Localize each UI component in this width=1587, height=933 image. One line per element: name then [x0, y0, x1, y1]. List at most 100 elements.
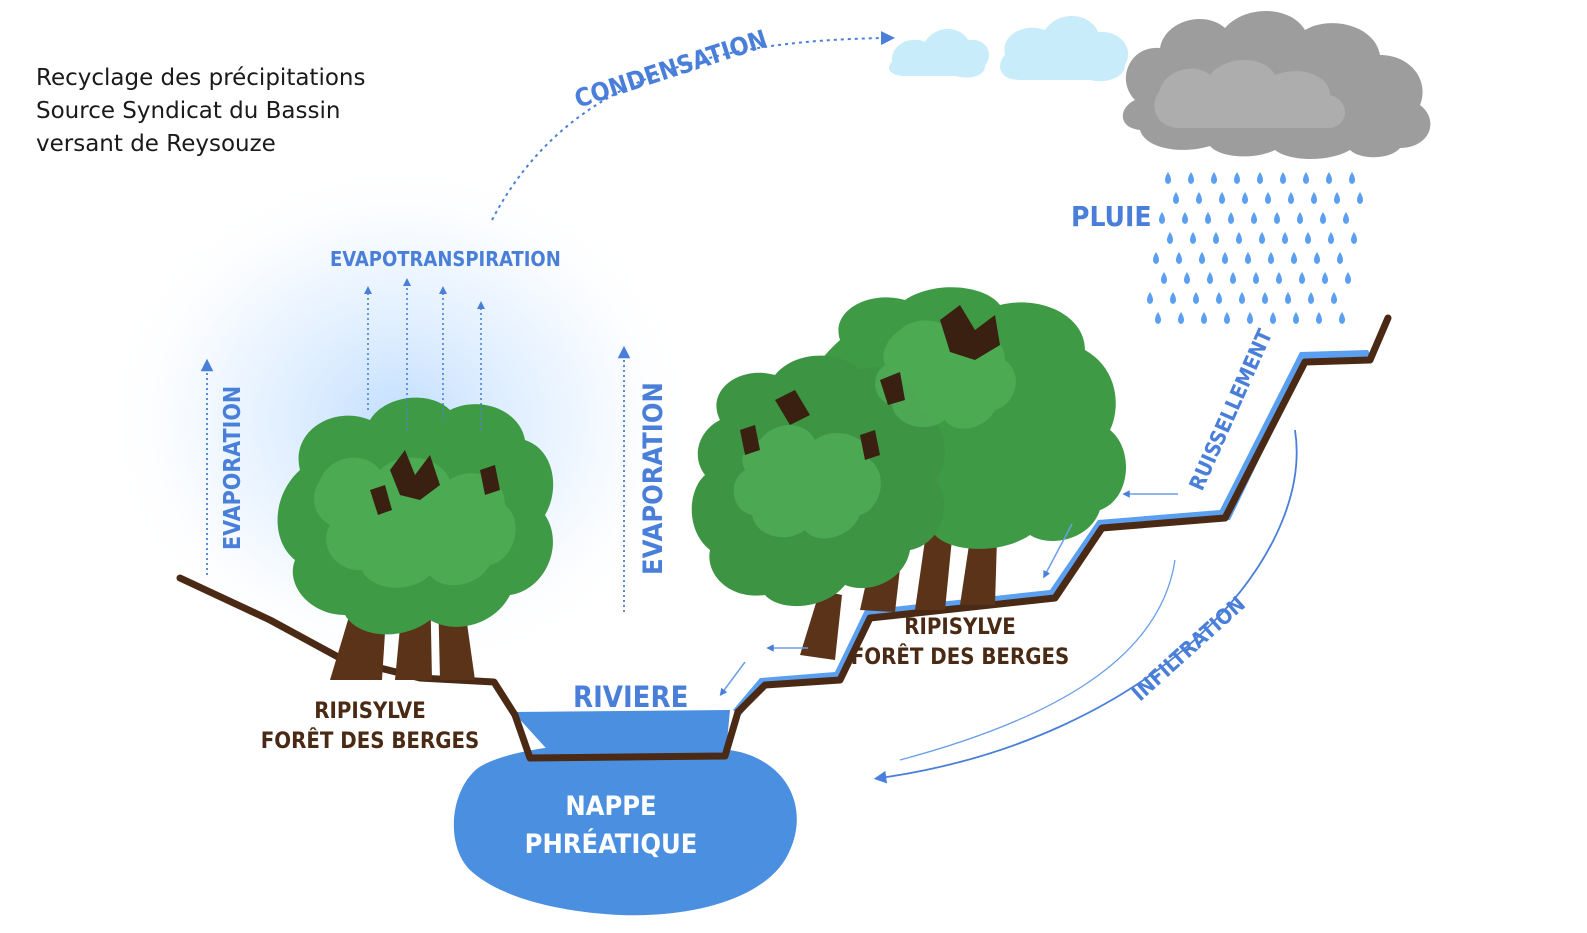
- raindrop: [1259, 232, 1265, 244]
- raindrop: [1234, 172, 1240, 184]
- ripisylve-left-label: RIPISYLVE: [314, 699, 425, 724]
- rain-cloud: [1122, 10, 1431, 159]
- rain-drops: [1147, 172, 1363, 324]
- raindrop: [1184, 272, 1190, 284]
- raindrop: [1213, 232, 1219, 244]
- caption-line-2: Source Syndicat du Bassin: [36, 98, 341, 124]
- pluie-label: PLUIE: [1071, 200, 1152, 233]
- condensation-label: CONDENSATION: [571, 24, 771, 114]
- raindrop: [1247, 312, 1253, 324]
- raindrop: [1320, 212, 1326, 224]
- raindrop: [1188, 172, 1194, 184]
- evaporation-center-label: EVAPORATION: [638, 382, 669, 575]
- river-water: [513, 710, 730, 758]
- raindrop: [1299, 272, 1305, 284]
- raindrop: [1282, 232, 1288, 244]
- raindrop: [1193, 292, 1199, 304]
- raindrop: [1331, 292, 1337, 304]
- raindrop: [1161, 272, 1167, 284]
- raindrop: [1349, 172, 1355, 184]
- raindrop: [1343, 212, 1349, 224]
- raindrop: [1147, 292, 1153, 304]
- raindrop: [1155, 312, 1161, 324]
- left-tree: [277, 397, 554, 680]
- raindrop: [1190, 232, 1196, 244]
- raindrop: [1216, 292, 1222, 304]
- raindrop: [1205, 212, 1211, 224]
- raindrop: [1173, 192, 1179, 204]
- raindrop: [1251, 212, 1257, 224]
- raindrop: [1167, 232, 1173, 244]
- raindrop: [1280, 172, 1286, 184]
- condensation-arrow: [491, 31, 895, 221]
- foret-des-berges-left-label: FORÊT DES BERGES: [261, 728, 479, 754]
- right-trees: [691, 287, 1127, 660]
- raindrop: [1182, 212, 1188, 224]
- foret-des-berges-right-label: FORÊT DES BERGES: [851, 644, 1069, 670]
- evapotranspiration-arrows: [364, 278, 485, 430]
- raindrop: [1201, 312, 1207, 324]
- raindrop: [1297, 212, 1303, 224]
- raindrop: [1293, 312, 1299, 324]
- raindrop: [1230, 272, 1236, 284]
- raindrop: [1239, 292, 1245, 304]
- raindrop: [1274, 212, 1280, 224]
- infiltration-arrow: [873, 429, 1298, 784]
- diagram-caption: Recyclage des précipitations Source Synd…: [36, 62, 365, 161]
- infiltration-arc-inner: [899, 559, 1176, 761]
- raindrop: [1322, 272, 1328, 284]
- raindrop: [1228, 212, 1234, 224]
- raindrop: [1176, 252, 1182, 264]
- ripisylve-right-label: RIPISYLVE: [904, 615, 1015, 640]
- raindrop: [1314, 252, 1320, 264]
- raindrop: [1334, 192, 1340, 204]
- raindrop: [1308, 292, 1314, 304]
- riviere-label: RIVIERE: [573, 680, 688, 714]
- raindrop: [1165, 172, 1171, 184]
- phreatique-label: PHRÉATIQUE: [525, 828, 698, 860]
- nappe-phreatique-shape: [453, 742, 797, 916]
- raindrop: [1339, 312, 1345, 324]
- raindrop: [1270, 312, 1276, 324]
- caption-line-1: Recyclage des précipitations: [36, 65, 366, 91]
- raindrop: [1285, 292, 1291, 304]
- infiltration-label: INFILTRATION: [1127, 592, 1250, 706]
- raindrop: [1337, 252, 1343, 264]
- raindrop: [1262, 292, 1268, 304]
- raindrop: [1357, 192, 1363, 204]
- raindrop: [1196, 192, 1202, 204]
- raindrop: [1303, 172, 1309, 184]
- raindrop: [1159, 212, 1165, 224]
- runoff-arrows: [719, 490, 1178, 697]
- raindrop: [1291, 252, 1297, 264]
- raindrop: [1345, 272, 1351, 284]
- raindrop: [1326, 172, 1332, 184]
- raindrop: [1268, 252, 1274, 264]
- raindrop: [1219, 192, 1225, 204]
- raindrop: [1328, 232, 1334, 244]
- raindrop: [1311, 192, 1317, 204]
- raindrop: [1257, 172, 1263, 184]
- raindrop: [1153, 252, 1159, 264]
- raindrop: [1242, 192, 1248, 204]
- raindrop: [1316, 312, 1322, 324]
- raindrop: [1199, 252, 1205, 264]
- evapotranspiration-label: EVAPOTRANSPIRATION: [330, 247, 561, 271]
- raindrop: [1207, 272, 1213, 284]
- raindrop: [1276, 272, 1282, 284]
- raindrop: [1288, 192, 1294, 204]
- light-cloud-1: [888, 28, 989, 78]
- raindrop: [1253, 272, 1259, 284]
- raindrop: [1265, 192, 1271, 204]
- raindrop: [1170, 292, 1176, 304]
- caption-line-3: versant de Reysouze: [36, 131, 276, 157]
- evaporation-left-label: EVAPORATION: [220, 386, 246, 550]
- raindrop: [1211, 172, 1217, 184]
- raindrop: [1245, 252, 1251, 264]
- nappe-label: NAPPE: [565, 791, 656, 822]
- light-cloud-2: [1000, 15, 1129, 82]
- ruissellement-label: RUISSELLEMENT: [1185, 326, 1278, 494]
- raindrop: [1351, 232, 1357, 244]
